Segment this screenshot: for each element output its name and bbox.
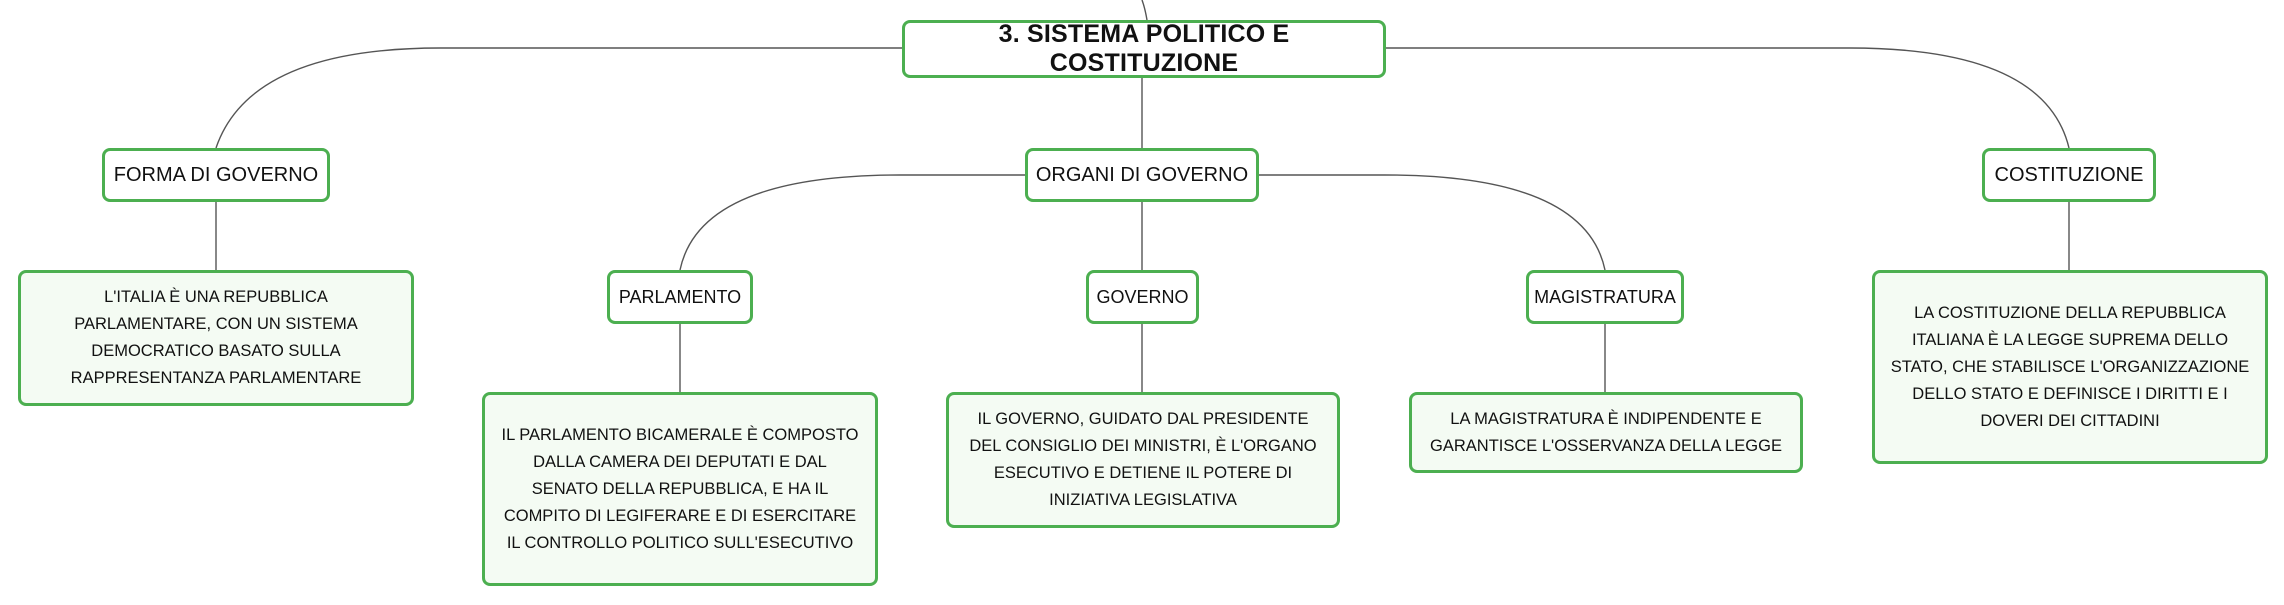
detail-governo-text: IL GOVERNO, GUIDATO DAL PRESIDENTE DEL C… (969, 410, 1317, 509)
detail-costituzione[interactable]: LA COSTITUZIONE DELLA REPUBBLICA ITALIAN… (1872, 270, 2268, 464)
topic-costituzione[interactable]: COSTITUZIONE (1982, 148, 2156, 202)
topic-forma-di-governo[interactable]: FORMA DI GOVERNO (102, 148, 330, 202)
topic-magistratura-label: MAGISTRATURA (1534, 286, 1676, 307)
topic-parlamento[interactable]: PARLAMENTO (607, 270, 753, 324)
detail-parlamento[interactable]: IL PARLAMENTO BICAMERALE È COMPOSTO DALL… (482, 392, 878, 586)
detail-forma-di-governo[interactable]: L'ITALIA È UNA REPUBBLICA PARLAMENTARE, … (18, 270, 414, 406)
topic-forma-di-governo-label: FORMA DI GOVERNO (113, 163, 319, 186)
detail-parlamento-text: IL PARLAMENTO BICAMERALE È COMPOSTO DALL… (501, 425, 859, 552)
connector-organi-parlamento (679, 174, 1025, 271)
detail-magistratura-text: LA MAGISTRATURA È INDIPENDENTE E GARANTI… (1430, 409, 1782, 455)
topic-magistratura[interactable]: MAGISTRATURA (1526, 270, 1684, 324)
topic-parlamento-label: PARLAMENTO (618, 286, 742, 307)
topic-governo[interactable]: GOVERNO (1086, 270, 1199, 324)
connector-organi-magistratura (1259, 174, 1606, 271)
detail-forma-di-governo-text: L'ITALIA È UNA REPUBBLICA PARLAMENTARE, … (70, 288, 362, 387)
connector-root-parent (1141, 0, 1148, 21)
topic-organi-di-governo[interactable]: ORGANI DI GOVERNO (1025, 148, 1259, 202)
connector-root-forma (215, 47, 905, 149)
topic-organi-di-governo-label: ORGANI DI GOVERNO (1035, 163, 1249, 186)
topic-costituzione-label: COSTITUZIONE (1994, 163, 2144, 186)
topic-governo-label: GOVERNO (1096, 286, 1189, 307)
detail-governo[interactable]: IL GOVERNO, GUIDATO DAL PRESIDENTE DEL C… (946, 392, 1340, 528)
connector-root-costituzione (1383, 47, 2070, 149)
root-topic[interactable]: 3. SISTEMA POLITICO E COSTITUZIONE (902, 20, 1386, 78)
root-topic-label: 3. SISTEMA POLITICO E COSTITUZIONE (998, 20, 1290, 77)
detail-costituzione-text: LA COSTITUZIONE DELLA REPUBBLICA ITALIAN… (1890, 303, 2250, 430)
detail-magistratura[interactable]: LA MAGISTRATURA È INDIPENDENTE E GARANTI… (1409, 392, 1803, 473)
